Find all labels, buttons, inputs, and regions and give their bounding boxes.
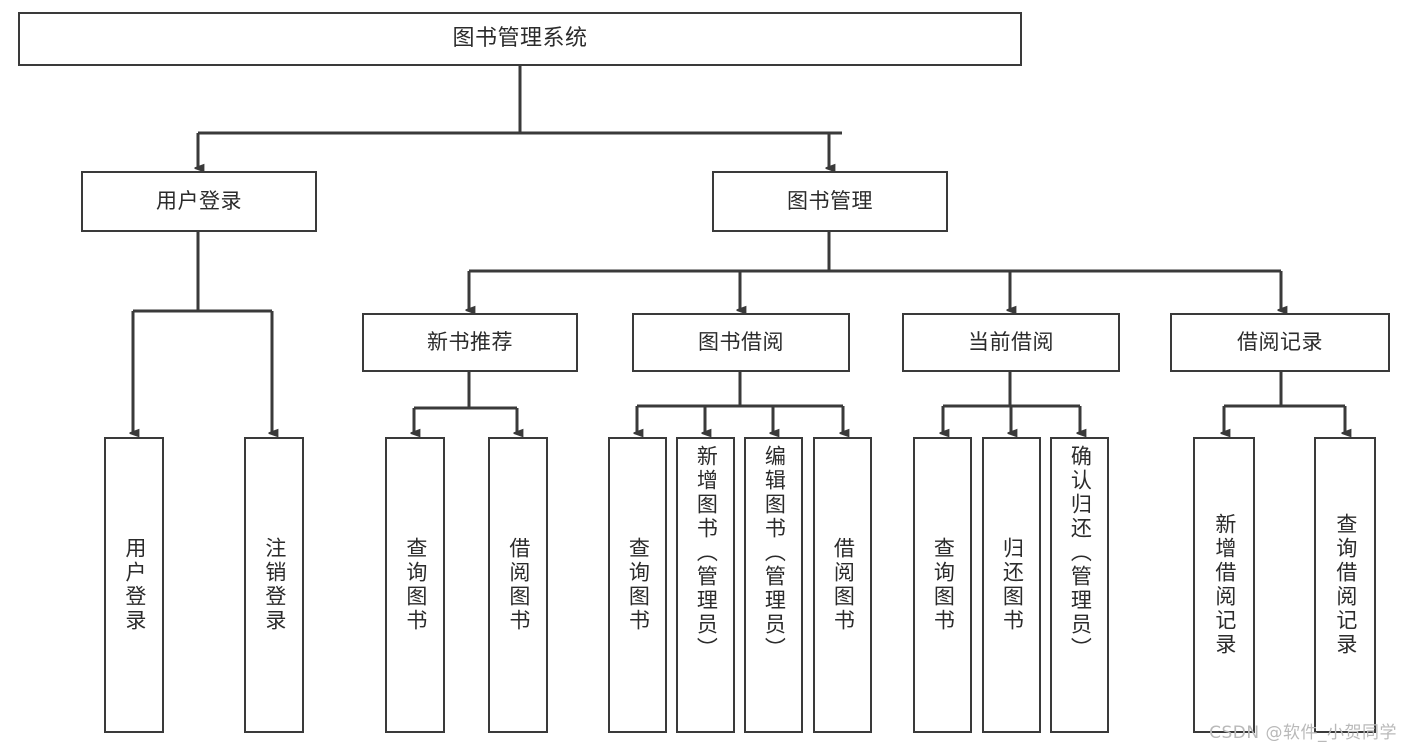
node-label: 注销登录: [262, 537, 287, 633]
node-root-book-management-system[interactable]: 图书管理系统: [18, 12, 1022, 66]
leaf-query-book-current[interactable]: 查询图书: [913, 437, 972, 733]
node-label: 查询图书: [626, 537, 651, 633]
node-label: 借阅图书: [506, 537, 531, 633]
node-new-book-recommend[interactable]: 新书推荐: [362, 313, 578, 372]
node-label: 图书管理: [787, 189, 873, 214]
node-user-login[interactable]: 用户登录: [81, 171, 317, 232]
leaf-borrow-book-borrow[interactable]: 借阅图书: [813, 437, 872, 733]
node-label: 归还图书: [1000, 537, 1025, 633]
node-book-borrow[interactable]: 图书借阅: [632, 313, 850, 372]
leaf-return-book[interactable]: 归还图书: [982, 437, 1041, 733]
leaf-add-borrow-record[interactable]: 新增借阅记录: [1193, 437, 1255, 733]
leaf-user-login[interactable]: 用户登录: [104, 437, 164, 733]
node-label: 借阅记录: [1237, 330, 1323, 355]
leaf-edit-book-admin[interactable]: 编辑图书（管理员）: [744, 437, 803, 733]
node-label: 查询借阅记录: [1333, 513, 1358, 657]
leaf-borrow-book-newbook[interactable]: 借阅图书: [488, 437, 548, 733]
node-label: 借阅图书: [831, 537, 856, 633]
node-label: 当前借阅: [968, 330, 1054, 355]
leaf-query-book-newbook[interactable]: 查询图书: [385, 437, 445, 733]
node-label: 查询图书: [403, 537, 428, 633]
node-label: 编辑图书（管理员）: [762, 445, 787, 661]
leaf-logout-login[interactable]: 注销登录: [244, 437, 304, 733]
node-label: 查询图书: [931, 537, 956, 633]
node-label: 图书管理系统: [452, 26, 588, 52]
node-label: 图书借阅: [698, 330, 784, 355]
node-label: 新增借阅记录: [1212, 513, 1237, 657]
watermark-text: CSDN @软件_小贺同学: [1209, 723, 1397, 743]
leaf-query-book-borrow[interactable]: 查询图书: [608, 437, 667, 733]
leaf-confirm-return-admin[interactable]: 确认归还（管理员）: [1050, 437, 1109, 733]
node-borrow-record[interactable]: 借阅记录: [1170, 313, 1390, 372]
node-label: 用户登录: [156, 189, 242, 214]
leaf-add-book-admin[interactable]: 新增图书（管理员）: [676, 437, 735, 733]
node-book-management[interactable]: 图书管理: [712, 171, 948, 232]
node-label: 用户登录: [122, 537, 147, 633]
leaf-query-borrow-record[interactable]: 查询借阅记录: [1314, 437, 1376, 733]
node-label: 确认归还（管理员）: [1068, 445, 1093, 661]
node-current-borrow[interactable]: 当前借阅: [902, 313, 1120, 372]
node-label: 新增图书（管理员）: [694, 445, 719, 661]
node-label: 新书推荐: [427, 330, 513, 355]
